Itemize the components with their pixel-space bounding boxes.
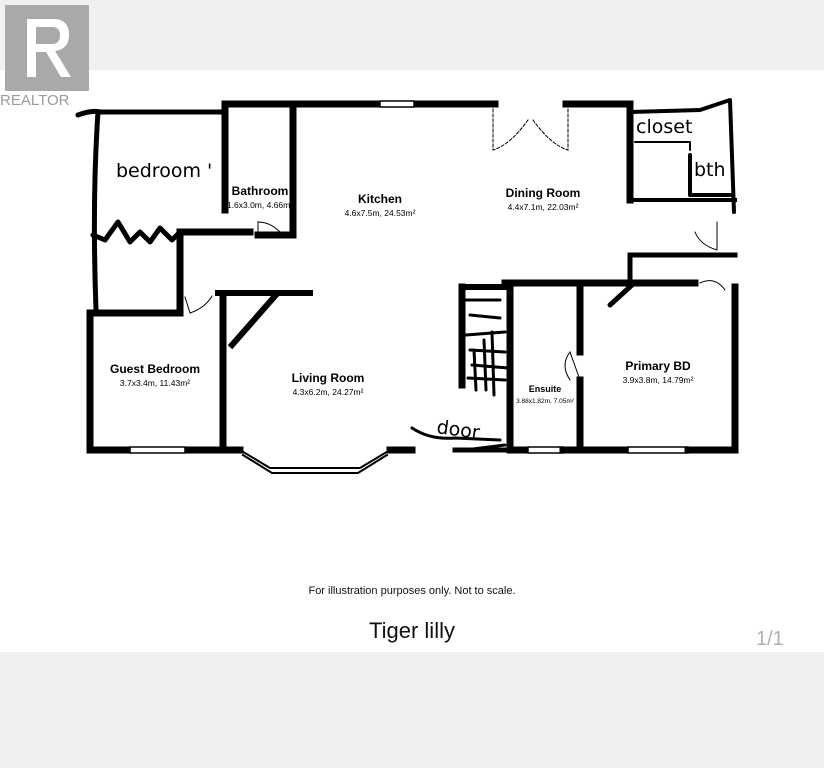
top-bar (0, 0, 824, 70)
room-dims-ensuite: 3.88x1.82m, 7.05m² (516, 398, 575, 405)
realtor-r-icon (5, 5, 89, 91)
room-dims-guest-bedroom: 3.7x3.4m, 11.43m² (120, 378, 190, 388)
room-dims-kitchen: 4.6x7.5m, 24.53m² (345, 208, 416, 218)
realtor-logo[interactable] (5, 5, 89, 91)
room-label-living: Living Room (292, 371, 365, 385)
room-label-bathroom: Bathroom (232, 184, 289, 198)
wall (227, 291, 280, 350)
room-label-dining: Dining Room (506, 186, 581, 200)
page-indicator: 1/1 (756, 628, 784, 650)
room-dims-primary-bd: 3.9x3.8m, 14.79m² (623, 375, 694, 385)
room-label-guest-bedroom: Guest Bedroom (110, 362, 200, 376)
room-label-primary-bd: Primary BD (625, 359, 691, 373)
bottom-bar (0, 652, 824, 768)
window (129, 446, 186, 454)
room-dims-dining: 4.4x7.1m, 22.03m² (508, 202, 579, 212)
room-label-kitchen: Kitchen (358, 192, 402, 206)
handwritten-label-door: door (435, 416, 481, 444)
realtor-brand-text: REALTOR (0, 92, 70, 109)
room-dims-living: 4.3x6.2m, 24.27m² (293, 387, 364, 397)
disclaimer-caption: For illustration purposes only. Not to s… (308, 585, 516, 597)
kitchen-window (379, 100, 415, 108)
handwritten-label-closet: closet (636, 116, 692, 138)
handwritten-label-bth: bth (694, 159, 726, 181)
room-dims-bathroom: 1.6x3.0m, 4.66m² (227, 200, 293, 210)
plan-title: Tiger lilly (369, 618, 455, 643)
room-label-ensuite: Ensuite (529, 384, 562, 394)
handwritten-label-bedroom: bedroom ' (116, 160, 212, 182)
